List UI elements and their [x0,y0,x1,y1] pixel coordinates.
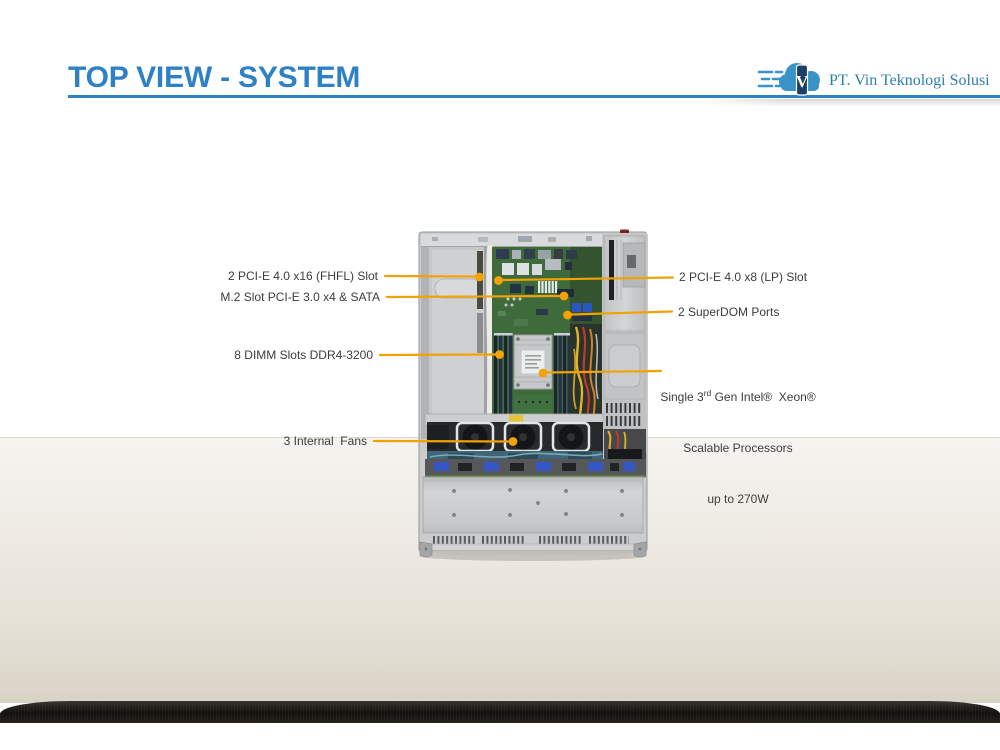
cpu-label-line1-suffix: Gen Intel® Xeon® [711,390,816,404]
warning-sticker [509,415,523,422]
superdom-ports [572,303,592,312]
logo-shadow [700,99,1000,107]
drive-backplane [425,459,646,478]
cloud-speed-v-logo-icon: V [757,63,820,96]
left-expansion-bay [421,247,489,439]
title-underline [68,95,1000,98]
drive-cage-cover [422,476,644,534]
server-top-view-illustration [418,229,648,561]
cpu-heatsink [513,334,553,415]
psu-vents [606,403,641,426]
pcie-x16-slot [477,251,483,309]
chassis-front-edge [419,541,647,558]
callout-label-cpu: Single 3rd Gen Intel® Xeon® Scalable Pro… [658,355,818,542]
cpu-label-line1-sup: rd [703,388,712,398]
logo-speed-lines [757,70,785,88]
page-title: TOP VIEW - SYSTEM [68,61,361,94]
pcie-x8-slot [609,240,614,300]
cpu-label-line1-prefix: Single 3 [660,390,704,404]
riser-and-psu-bay [602,233,647,459]
cpu-label-line1: Single 3rd Gen Intel® Xeon® [658,389,818,406]
cpu-label-line2: Scalable Processors [683,441,793,455]
callout-label-dimm: 8 DIMM Slots DDR4-3200 [234,348,373,362]
bottom-dark-band [0,701,1000,723]
callout-label-fans: 3 Internal Fans [283,434,367,448]
logo-v-badge [795,64,809,96]
callout-label-pcie-x16: 2 PCI-E 4.0 x16 (FHFL) Slot [227,269,378,283]
m2-slot [557,289,574,297]
company-name: PT. Vin Teknologi Solusi [829,72,990,89]
callout-label-pcie-x8: 2 PCI-E 4.0 x8 (LP) Slot [679,270,808,284]
callout-label-m2: M.2 Slot PCI-E 3.0 x4 & SATA [220,290,380,304]
logo-v-letter: V [796,72,809,91]
cpu-label-line3: up to 270W [707,492,769,506]
internal-fans [424,413,604,453]
callout-label-superdom: 2 SuperDOM Ports [678,305,780,319]
